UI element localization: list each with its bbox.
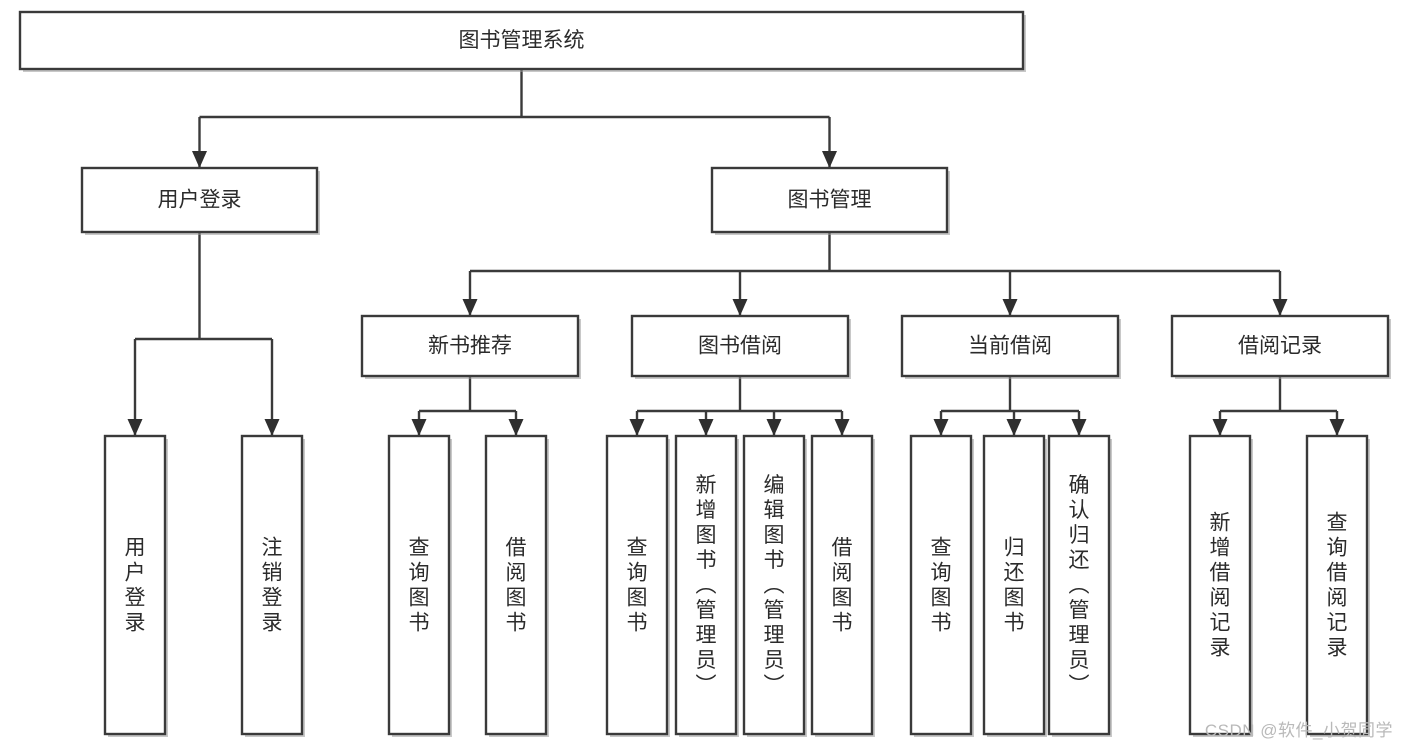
box-outline (18, 10, 1025, 71)
node-level3-2[interactable]: 图书借阅 (630, 314, 851, 379)
box-outline (387, 434, 451, 736)
arrow-head-down (1272, 299, 1288, 316)
node-label: 查询图书 (409, 537, 430, 635)
box-outline (80, 166, 319, 234)
node-label: 借阅记录 (1238, 335, 1322, 358)
box-outline (360, 314, 580, 378)
arrow-head-down (192, 151, 207, 168)
box-outline (1305, 434, 1369, 736)
node-root-system[interactable]: 图书管理系统 (18, 10, 1026, 72)
node-label: 借阅图书 (506, 537, 527, 635)
node-label: 新增图书︵管理员︶ (696, 474, 717, 697)
arrow-head-down (462, 299, 478, 316)
node-label: 借阅图书 (832, 537, 853, 635)
node-level3-4[interactable]: 借阅记录 (1170, 314, 1391, 379)
node-label: 查询图书 (627, 537, 648, 635)
box-outline (103, 434, 167, 736)
arrow-head-down (1212, 419, 1228, 436)
node-label: 确认归还︵管理员︶ (1069, 474, 1090, 697)
box-outline (605, 434, 669, 736)
node-leaf-6[interactable]: 新增图书︵管理员︶ (674, 434, 739, 737)
node-label: 注销登录 (262, 537, 283, 635)
box-outline (674, 434, 738, 736)
arrow-head-down (1329, 419, 1345, 436)
node-label: 编辑图书︵管理员︶ (764, 474, 785, 697)
node-label: 用户登录 (158, 189, 242, 212)
node-label: 图书管理系统 (459, 29, 585, 52)
node-label: 当前借阅 (968, 335, 1052, 358)
box-outline (710, 166, 949, 234)
node-leaf-5[interactable]: 查询图书 (605, 434, 670, 737)
node-level3-3[interactable]: 当前借阅 (900, 314, 1121, 379)
arrow-head-down (411, 419, 427, 436)
box-outline (742, 434, 806, 736)
node-label: 查询图书 (931, 537, 952, 635)
node-leaf-8[interactable]: 借阅图书 (810, 434, 875, 737)
node-leaf-1[interactable]: 用户登录 (103, 434, 168, 737)
node-leaf-3[interactable]: 查询图书 (387, 434, 452, 737)
node-label: 用户登录 (125, 537, 146, 635)
arrow-head-down (834, 419, 850, 436)
connector-layer (127, 69, 1345, 436)
node-label: 新书推荐 (428, 335, 512, 358)
arrow-head-down (1002, 299, 1018, 316)
node-leaf-4[interactable]: 借阅图书 (484, 434, 549, 737)
node-leaf-10[interactable]: 归还图书 (982, 434, 1047, 737)
arrow-head-down (1071, 419, 1087, 436)
arrow-head-down (264, 419, 280, 436)
box-outline (1170, 314, 1390, 378)
node-leaf-11[interactable]: 确认归还︵管理员︶ (1047, 434, 1112, 737)
node-level2-2[interactable]: 图书管理 (710, 166, 950, 235)
node-leaf-13[interactable]: 查询借阅记录 (1305, 434, 1370, 737)
box-outline (630, 314, 850, 378)
arrow-head-down (766, 419, 782, 436)
node-leaf-2[interactable]: 注销登录 (240, 434, 305, 737)
arrow-head-down (933, 419, 949, 436)
box-outline (1188, 434, 1252, 736)
node-leaf-7[interactable]: 编辑图书︵管理员︶ (742, 434, 807, 737)
node-label: 归还图书 (1004, 537, 1025, 635)
box-outline (484, 434, 548, 736)
arrow-head-down (1006, 419, 1022, 436)
arrow-head-down (508, 419, 524, 436)
box-outline (982, 434, 1046, 736)
arrow-head-down (732, 299, 748, 316)
box-outline (240, 434, 304, 736)
node-label: 图书管理 (788, 189, 872, 212)
arrow-head-down (629, 419, 645, 436)
box-outline (810, 434, 874, 736)
arrow-head-down (698, 419, 714, 436)
node-leaf-9[interactable]: 查询图书 (909, 434, 974, 737)
node-label: 新增借阅记录 (1210, 512, 1231, 660)
node-label: 图书借阅 (698, 335, 782, 358)
box-outline (909, 434, 973, 736)
node-layer: 图书管理系统用户登录图书管理新书推荐图书借阅当前借阅借阅记录用户登录注销登录查询… (18, 10, 1391, 737)
box-outline (900, 314, 1120, 378)
node-level2-1[interactable]: 用户登录 (80, 166, 320, 235)
arrow-head-down (822, 151, 837, 168)
box-outline (1047, 434, 1111, 736)
node-leaf-12[interactable]: 新增借阅记录 (1188, 434, 1253, 737)
node-level3-1[interactable]: 新书推荐 (360, 314, 581, 379)
node-label: 查询借阅记录 (1327, 512, 1348, 660)
arrow-head-down (127, 419, 143, 436)
